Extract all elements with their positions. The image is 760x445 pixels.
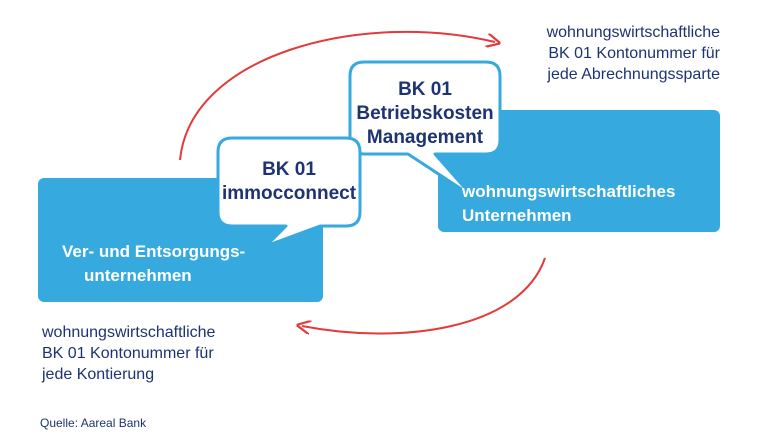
right-box-line1: wohnungswirtschaftliches: [462, 182, 676, 201]
bubble-right-line3: Management: [366, 127, 484, 148]
note-bottom-left-line1: wohnungswirtschaftliche: [42, 324, 216, 341]
right-box-line2: Unternehmen: [462, 206, 572, 225]
note-top-right: wohnungswirtschaftliche BK 01 Kontonumme…: [460, 22, 720, 85]
left-box-line1: Ver- und Entsorgungs-: [62, 242, 246, 261]
note-top-right-line3: jede Abrechnungssparte: [547, 66, 720, 83]
arrow-top-arc: [179, 30, 495, 161]
source-caption: Quelle: Aareal Bank: [40, 416, 147, 430]
bubble-left-label: BK 01 immocconnect: [218, 158, 360, 206]
note-bottom-left-line3: jede Kontierung: [42, 366, 155, 383]
left-box-label: Ver- und Entsorgungs- unternehmen: [62, 240, 317, 288]
note-bottom-left: wohnungswirtschaftliche BK 01 Kontonumme…: [42, 322, 302, 385]
right-box-label: wohnungswirtschaftliches Unternehmen: [462, 180, 712, 228]
right-box: [438, 110, 720, 232]
bubble-left-line2: immocconnect: [221, 183, 357, 204]
note-top-right-line2: BK 01 Kontonummer für: [548, 45, 720, 62]
bubble-right-line1: BK 01: [398, 79, 452, 100]
bubble-left-line1: BK 01: [262, 159, 316, 180]
arrow-bottom-arc: [302, 257, 546, 335]
bubble-right-line2: Betriebskosten: [356, 103, 494, 124]
bubble-right-shape: [348, 60, 502, 198]
note-top-right-line1: wohnungswirtschaftliche: [546, 24, 720, 41]
bubble-right-label: BK 01 Betriebskosten Management: [350, 78, 500, 150]
note-bottom-left-line2: BK 01 Kontonummer für: [42, 345, 214, 362]
bubble-left-shape: [216, 136, 362, 248]
left-box-line2: unternehmen: [84, 266, 192, 285]
